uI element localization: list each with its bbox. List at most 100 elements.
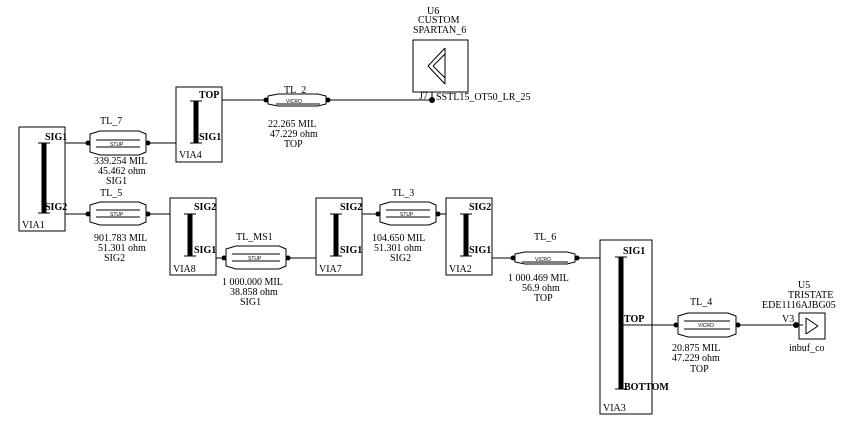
tline-symbol: [225, 245, 287, 270]
tline-kind: STUP: [110, 142, 124, 148]
tline-name: TL_2: [284, 85, 306, 96]
tline-impedance: 38.858 ohm: [230, 287, 278, 298]
tline-layer: SIG2: [390, 253, 411, 264]
tline-length: 1 000.469 MIL: [508, 273, 569, 284]
via-frame: [445, 197, 493, 276]
tline-TL_2[interactable]: TL_2 VICRO 22.265 MIL 47.229 ohm TOP: [267, 85, 327, 150]
tline-length: 104.650 MIL: [372, 233, 425, 244]
tline-length: 339.254 MIL: [94, 156, 147, 167]
component-body: [798, 312, 826, 340]
tline-kind: VICRO: [286, 99, 302, 105]
node: [435, 211, 441, 217]
buffer-symbol: [432, 65, 446, 79]
component-line1: CUSTOM: [418, 15, 460, 26]
buffer-symbol: [427, 65, 446, 85]
node: [574, 255, 580, 261]
tline-TL_3[interactable]: TL_3 STUP 104.650 MIL 51.301 ohm SIG2: [372, 188, 437, 264]
tline-symbol: [514, 251, 576, 265]
tline-impedance: 45.462 ohm: [98, 166, 146, 177]
via-pin-label: SIG2: [469, 202, 491, 213]
tline-symbol: [89, 201, 147, 226]
node: [85, 211, 91, 217]
tline-impedance: 56.9 ohm: [522, 283, 560, 294]
node: [285, 255, 291, 261]
component-model: inbuf_co: [789, 343, 825, 354]
tline-layer: SIG2: [104, 253, 125, 264]
buffer-symbol: [427, 47, 446, 67]
tline-TL_MS1[interactable]: TL_MS1 STUP 1 000.000 MIL 38.858 ohm SIG…: [222, 232, 287, 308]
via-VIA7[interactable]: SIG2 SIG1 VIA7: [315, 197, 363, 276]
via-pin-label: TOP: [624, 314, 644, 325]
buffer-symbol: [432, 53, 446, 67]
tline-layer: SIG1: [106, 176, 127, 187]
node: [673, 322, 679, 328]
tline-kind: STUP: [110, 212, 124, 218]
tline-impedance: 47.229 ohm: [270, 129, 318, 140]
wires: [65, 99, 796, 326]
component-line2: SPARTAN_6: [413, 25, 466, 36]
component-U6[interactable]: U6 CUSTOM SPARTAN_6 J7 SSTL15_OT50_LR_25: [412, 6, 530, 103]
tline-name: TL_3: [392, 188, 414, 199]
via-pin-label: SIG1: [194, 245, 216, 256]
via-pin-label: SIG1: [340, 245, 362, 256]
via-VIA8[interactable]: SIG2 SIG1 VIA8: [169, 197, 217, 276]
via-pin-label: TOP: [199, 90, 219, 101]
component-pin-label: J7: [419, 91, 428, 102]
node: [735, 322, 741, 328]
node: [85, 140, 91, 146]
tline-TL_6[interactable]: TL_6 VICRO 1 000.469 MIL 56.9 ohm TOP: [508, 232, 576, 304]
via-name: VIA7: [319, 264, 342, 275]
via-name: VIA3: [603, 403, 626, 414]
tline-name: TL_MS1: [236, 232, 273, 243]
tline-length: 1 000.000 MIL: [222, 277, 283, 288]
buffer-symbol: [805, 317, 819, 327]
via-pin-label: SIG1: [199, 132, 221, 143]
tline-TL_5[interactable]: TL_5 STUP 901.783 MIL 51.301 ohm SIG2: [89, 188, 147, 264]
via-pin-label: SIG2: [340, 202, 362, 213]
tline-kind: STUP: [248, 256, 262, 262]
via-pin-label: SIG1: [469, 245, 491, 256]
component-ref: U5: [798, 280, 810, 291]
tline-layer: SIG1: [240, 297, 261, 308]
tline-symbol: [677, 312, 737, 338]
via-frame: [169, 197, 217, 276]
tline-symbol: [267, 93, 327, 107]
tline-length: 22.265 MIL: [268, 119, 316, 130]
component-body: [412, 39, 469, 93]
node: [375, 211, 381, 217]
tline-name: TL_4: [690, 297, 712, 308]
via-pin-label: SIG1: [45, 132, 67, 143]
tline-symbol: [89, 130, 147, 156]
buffer-symbol: [805, 325, 819, 335]
via-VIA2[interactable]: SIG2 SIG1 VIA2: [445, 197, 493, 276]
tline-name: TL_5: [100, 188, 122, 199]
tline-length: 20.875 MIL: [672, 343, 720, 354]
via-name: VIA4: [179, 150, 202, 161]
tline-kind: VICRO: [535, 257, 551, 263]
tline-layer: TOP: [690, 364, 709, 375]
tline-length: 901.783 MIL: [94, 233, 147, 244]
tline-kind: VICRO: [698, 323, 714, 329]
via-pin-label: SIG1: [623, 246, 645, 257]
component-line1: TRISTATE: [788, 290, 833, 301]
via-VIA1[interactable]: SIG1 SIG2 VIA1: [18, 126, 67, 232]
tline-TL_4[interactable]: TL_4 VICRO 20.875 MIL 47.229 ohm TOP: [672, 297, 737, 375]
component-line2: EDE1116AJBG05: [762, 300, 836, 311]
component-ref: U6: [427, 6, 439, 17]
component-U5[interactable]: U5 TRISTATE EDE1116AJBG05 V3 inbuf_co: [762, 280, 836, 354]
tline-name: TL_6: [534, 232, 556, 243]
via-pin-label: SIG2: [194, 202, 216, 213]
tline-name: TL_7: [100, 116, 122, 127]
component-pin-label: V3: [782, 314, 794, 325]
node: [325, 97, 331, 103]
tline-impedance: 51.301 ohm: [374, 243, 422, 254]
tline-TL_7[interactable]: TL_7 STUP 339.254 MIL 45.462 ohm SIG1: [89, 116, 147, 187]
via-pin-label: SIG2: [45, 202, 67, 213]
tline-kind: STUP: [400, 212, 414, 218]
via-pin-label: BOTTOM: [624, 382, 669, 393]
via-VIA4[interactable]: TOP SIG1 VIA4: [175, 86, 223, 163]
wire-nodes: [85, 97, 799, 328]
tline-symbol: [379, 201, 437, 226]
via-VIA3[interactable]: SIG1 TOP BOTTOM VIA3: [599, 239, 669, 415]
